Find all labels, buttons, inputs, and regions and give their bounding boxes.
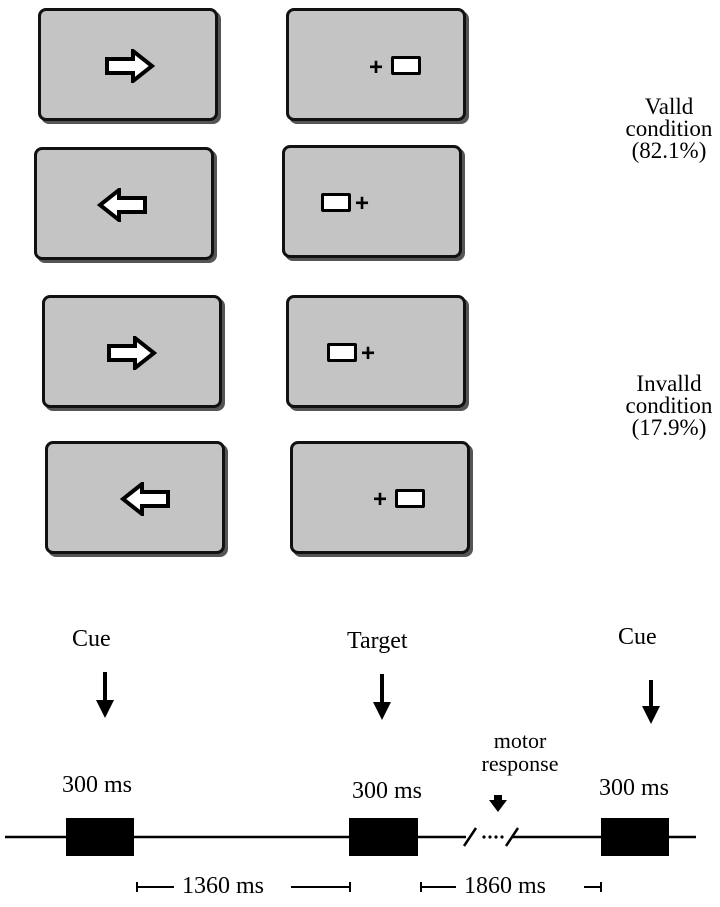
target-box xyxy=(321,193,351,212)
cue-panel-2 xyxy=(34,147,214,260)
motor-line1: motor xyxy=(493,728,547,753)
valid-line2: condition xyxy=(625,116,713,141)
cue-label-2: Cue xyxy=(618,624,657,650)
target-box xyxy=(327,343,357,362)
motor-response-arrow-icon xyxy=(489,795,507,812)
interval-1360-marker xyxy=(136,882,351,892)
cue-stimulus-block xyxy=(601,818,669,856)
invalid-line2: condition xyxy=(625,393,713,418)
interval-1860-label: 1860 ms xyxy=(464,873,547,899)
fixation-plus: + xyxy=(369,54,384,81)
fixation-plus: + xyxy=(361,340,376,367)
cue-panel-1 xyxy=(38,8,218,121)
cue-down-arrow-icon xyxy=(642,680,660,724)
target-stimulus-block xyxy=(349,818,418,856)
right-arrow-icon xyxy=(107,336,157,370)
target-panel-3: + xyxy=(286,295,466,408)
target-box xyxy=(395,489,425,508)
valid-condition-label: Valld condition (82.1%) xyxy=(594,94,720,163)
fixation-plus: + xyxy=(373,486,388,513)
cue-stimulus-block xyxy=(66,818,134,856)
target-panel-2: + xyxy=(282,145,462,258)
interval-1860-marker xyxy=(420,882,602,892)
invalid-line1: Invalld xyxy=(636,371,702,396)
left-arrow-icon xyxy=(120,482,170,516)
cue-down-arrow-icon xyxy=(96,672,114,718)
target-panel-4: + xyxy=(290,441,470,554)
cue-duration-1: 300 ms xyxy=(62,772,133,798)
cue-duration-2: 300 ms xyxy=(599,775,670,801)
target-down-arrow-icon xyxy=(373,674,391,720)
cue-panel-3 xyxy=(42,295,222,408)
fixation-plus: + xyxy=(355,190,370,217)
valid-line1: Valld xyxy=(644,94,694,119)
left-arrow-icon xyxy=(97,188,147,222)
timeline-break-mark xyxy=(462,827,520,847)
target-duration: 300 ms xyxy=(352,778,423,804)
target-label: Target xyxy=(347,628,408,654)
cue-label-1: Cue xyxy=(72,626,111,652)
right-arrow-icon xyxy=(105,49,155,83)
cue-panel-4 xyxy=(45,441,225,554)
interval-1360-label: 1360 ms xyxy=(182,873,265,899)
target-panel-1: + xyxy=(286,8,466,121)
invalid-condition-label: Invalld condition (17.9%) xyxy=(594,371,720,440)
invalid-line3: (17.9%) xyxy=(631,415,707,440)
motor-line2: response xyxy=(481,751,559,776)
target-box xyxy=(391,56,421,75)
valid-line3: (82.1%) xyxy=(631,138,707,163)
motor-response-label: motor response xyxy=(460,729,580,775)
